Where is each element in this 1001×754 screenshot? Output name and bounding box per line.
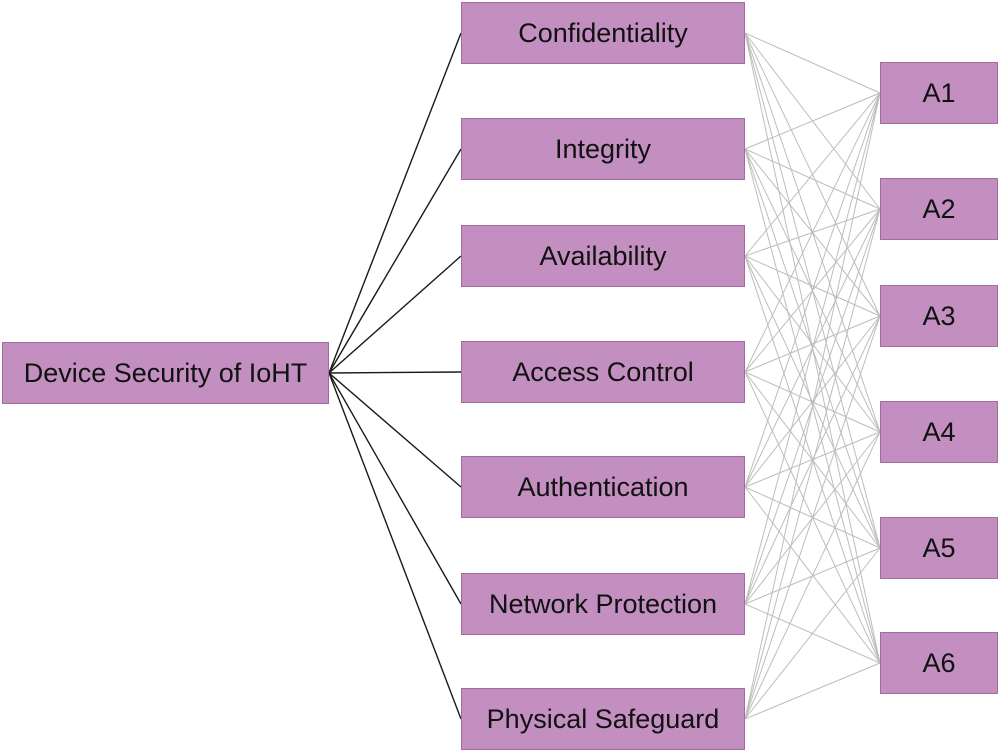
criterion-alternative-link (744, 547, 881, 720)
alternative-label: A3 (922, 300, 956, 331)
criterion-node-integrity: Integrity (461, 118, 745, 180)
alternative-label: A2 (922, 193, 956, 224)
criterion-alternative-link (744, 92, 881, 150)
criterion-alternative-link (744, 315, 881, 720)
goal-criterion-link (328, 372, 462, 720)
criterion-alternative-link (744, 148, 881, 210)
goal-node: Device Security of IoHT (2, 342, 329, 404)
criterion-label: Network Protection (488, 588, 718, 619)
criterion-alternative-link (744, 92, 881, 257)
criterion-label: Availability (539, 240, 667, 271)
alternative-node-a2: A2 (880, 178, 998, 240)
criterion-node-availability: Availability (461, 225, 745, 287)
criterion-alternative-link (744, 208, 881, 720)
criterion-alternative-link (744, 255, 881, 317)
criterion-alternative-link (744, 315, 881, 605)
criterion-alternative-link (744, 662, 881, 720)
criterion-alternative-link (744, 431, 881, 720)
criterion-node-network-protection: Network Protection (461, 573, 745, 635)
criterion-alternative-link (744, 92, 881, 488)
criterion-node-access-control: Access Control (461, 341, 745, 403)
alternative-node-a1: A1 (880, 62, 998, 124)
alternative-node-a5: A5 (880, 517, 998, 579)
criterion-alternative-link (744, 315, 881, 488)
goal-criterion-link (328, 32, 462, 374)
alternative-label: A1 (922, 77, 956, 108)
criterion-label: Physical Safeguard (486, 703, 720, 734)
alternative-node-a6: A6 (880, 632, 998, 694)
alternative-label: A6 (922, 647, 956, 678)
criterion-node-physical-safeguard: Physical Safeguard (461, 688, 745, 750)
criterion-alternative-link (744, 32, 881, 94)
criterion-alternative-link (744, 92, 881, 720)
alternative-node-a3: A3 (880, 285, 998, 347)
goal-criterion-link (328, 255, 462, 374)
alternative-label: A5 (922, 532, 956, 563)
criterion-alternative-link (744, 315, 881, 373)
alternative-label: A4 (922, 416, 956, 447)
criterion-node-authentication: Authentication (461, 456, 745, 518)
criterion-label: Confidentiality (518, 17, 688, 48)
alternative-node-a4: A4 (880, 401, 998, 463)
criterion-alternative-link (744, 92, 881, 605)
goal-label: Device Security of IoHT (23, 357, 308, 388)
criterion-node-confidentiality: Confidentiality (461, 2, 745, 64)
criterion-alternative-link (744, 92, 881, 373)
goal-criterion-link (328, 372, 462, 605)
criterion-label: Integrity (554, 133, 652, 164)
goal-criterion-link (328, 148, 462, 374)
criterion-label: Authentication (517, 471, 689, 502)
goal-criterion-link (328, 372, 462, 488)
goal-criterion-link (328, 371, 462, 374)
criterion-label: Access Control (512, 356, 694, 387)
